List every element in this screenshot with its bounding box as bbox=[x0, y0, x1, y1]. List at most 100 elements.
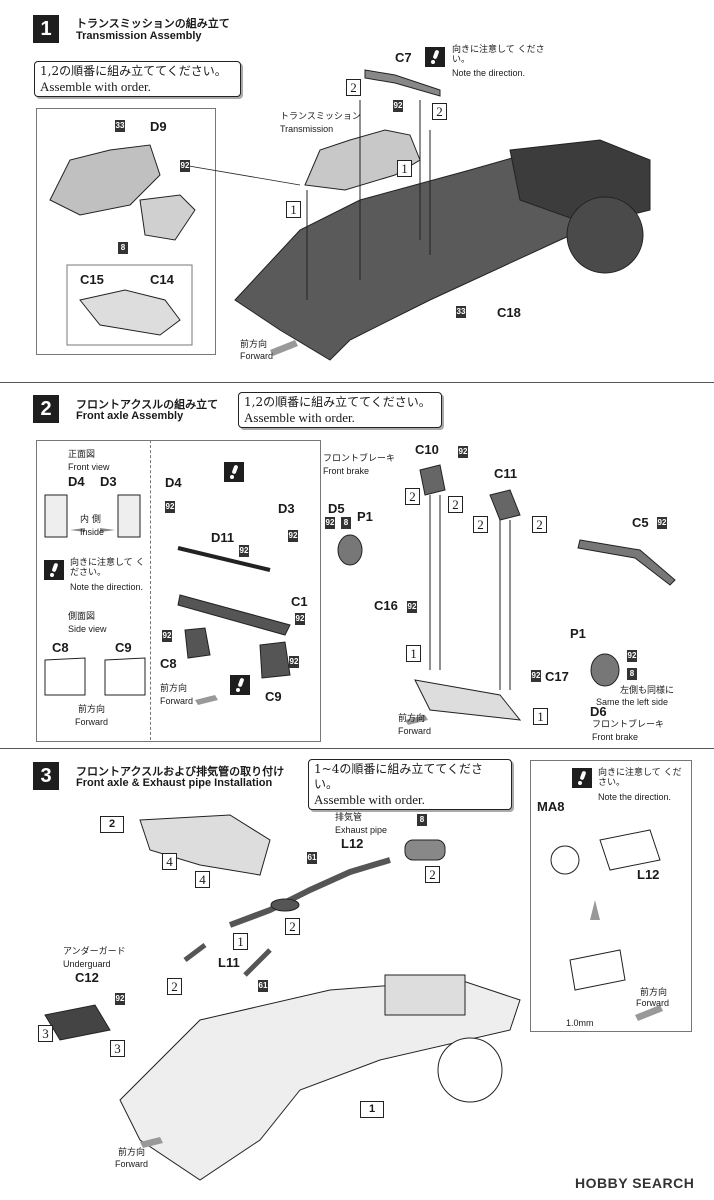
order-text-en: Assemble with order. bbox=[40, 79, 151, 94]
tag-92-s3: 92 bbox=[115, 993, 125, 1005]
part-c7: C7 bbox=[395, 50, 412, 65]
part-d6: D6 bbox=[590, 704, 607, 719]
front-brake-2-en: Front brake bbox=[592, 732, 639, 742]
part-d3: D3 bbox=[278, 501, 295, 516]
part-c8-side: C8 bbox=[52, 640, 69, 655]
sub-step-1: 1 bbox=[360, 1101, 384, 1118]
part-c10: C10 bbox=[415, 442, 439, 457]
forward-2a-en: Forward bbox=[75, 717, 109, 727]
tag-61-b: 61 bbox=[258, 980, 268, 992]
order-num-2-b: 2 bbox=[432, 103, 447, 120]
exhaust-label-en: Exhaust pipe bbox=[335, 825, 388, 835]
forward-3a-en: Forward bbox=[636, 998, 670, 1008]
stabilizer-c5 bbox=[577, 539, 676, 586]
front-brake-ja: フロントブレーキ bbox=[323, 454, 396, 464]
direction-warning-icon-4 bbox=[230, 675, 250, 695]
order-num-2-a: 2 bbox=[346, 79, 361, 96]
side-view-en: Side view bbox=[68, 624, 107, 634]
step-1-number: 1 bbox=[33, 15, 59, 43]
part-l12: L12 bbox=[341, 836, 364, 851]
order-num-s2-2d: 2 bbox=[532, 516, 547, 533]
tag-92-s2f: 92 bbox=[162, 630, 172, 642]
step-3-note-en: Note the direction. bbox=[598, 792, 672, 802]
forward-arrow-1 bbox=[270, 340, 298, 356]
step-2-order-box: 1,2の順番に組み立ててください。 Assemble with order. bbox=[238, 392, 442, 428]
part-c15: C15 bbox=[80, 272, 104, 287]
order-text-ja: 1,2の順番に組み立ててください。 bbox=[40, 64, 227, 78]
part-l12-b: L12 bbox=[637, 867, 660, 882]
tag-92-s2g: 92 bbox=[289, 656, 299, 668]
step-1-illustration bbox=[49, 69, 651, 361]
part-p1-a: P1 bbox=[357, 509, 373, 524]
side-view-ja: 側面図 bbox=[68, 612, 96, 622]
order-num-s3-4a: 4 bbox=[162, 853, 177, 870]
order-num-s2-1b: 1 bbox=[533, 708, 548, 725]
order-num-s2-2c: 2 bbox=[473, 516, 488, 533]
divider-1 bbox=[0, 382, 714, 383]
part-c17: C17 bbox=[545, 669, 569, 684]
tag-33-b: 33 bbox=[456, 306, 466, 318]
inside-en: Inside bbox=[80, 527, 105, 537]
order-text-en: Assemble with order. bbox=[244, 410, 355, 425]
transmission-label-en: Transmission bbox=[280, 124, 334, 134]
step-2-detail-panel bbox=[36, 440, 321, 742]
sub-step-2: 2 bbox=[100, 816, 124, 833]
tag-92-s2b: 92 bbox=[165, 501, 175, 513]
direction-warning-icon-2 bbox=[44, 560, 64, 580]
part-c18: C18 bbox=[497, 305, 521, 320]
tag-8: 8 bbox=[118, 242, 128, 254]
tag-92-s2d: 92 bbox=[288, 530, 298, 542]
tag-92-s2e: 92 bbox=[295, 613, 305, 625]
c15-c14-inset-parts bbox=[79, 289, 181, 336]
step-3-note-ja: 向きに注意して ください。 bbox=[598, 768, 682, 788]
step-3-order-box: 1~4の順番に組み立ててください。 Assemble with order. bbox=[308, 759, 512, 810]
tag-33-a: 33 bbox=[115, 120, 125, 132]
step-3-detail-panel bbox=[530, 760, 692, 1032]
transmission-label-ja: トランスミッション bbox=[280, 112, 361, 122]
order-num-1-a: 1 bbox=[397, 160, 412, 177]
part-c5: C5 bbox=[632, 515, 649, 530]
underguard-en: Underguard bbox=[63, 959, 111, 969]
tag-92-s2c: 92 bbox=[239, 545, 249, 557]
rear-wheel bbox=[566, 196, 644, 274]
front-brake-2-ja: フロントブレーキ bbox=[592, 720, 665, 730]
part-c16: C16 bbox=[374, 598, 398, 613]
part-c9: C9 bbox=[265, 689, 282, 704]
order-num-s3-3b: 3 bbox=[110, 1040, 125, 1057]
part-c1: C1 bbox=[291, 594, 308, 609]
forward-2b-ja: 前方向 bbox=[160, 684, 188, 694]
step-3-number: 3 bbox=[33, 762, 59, 790]
order-num-s2-2b: 2 bbox=[448, 496, 463, 513]
forward-2c-en: Forward bbox=[398, 726, 432, 736]
order-num-1-b: 1 bbox=[286, 201, 301, 218]
inset-box bbox=[66, 264, 193, 346]
tag-92-s2j: 92 bbox=[657, 517, 667, 529]
d9-transmission-detail bbox=[49, 144, 161, 216]
step-2-note-en: Note the direction. bbox=[70, 582, 144, 592]
forward-3b-ja: 前方向 bbox=[118, 1148, 146, 1158]
order-num-s3-1: 1 bbox=[233, 933, 248, 950]
same-left-ja: 左側も同様に bbox=[620, 686, 675, 696]
front-view-en: Front view bbox=[68, 462, 110, 472]
part-d5: D5 bbox=[328, 501, 345, 516]
part-d4: D4 bbox=[165, 475, 182, 490]
part-d9: D9 bbox=[150, 119, 167, 134]
order-num-s2-2a: 2 bbox=[405, 488, 420, 505]
part-c12: C12 bbox=[75, 970, 99, 985]
part-c11: C11 bbox=[494, 466, 518, 481]
front-frame bbox=[414, 679, 522, 721]
part-c9-side: C9 bbox=[115, 640, 132, 655]
same-left-en: Same the left side bbox=[596, 697, 669, 707]
order-text-ja: 1,2の順番に組み立ててください。 bbox=[244, 395, 431, 409]
step-3-title-ja: フロントアクスルおよび排気管の取り付け bbox=[76, 765, 285, 778]
step-1-title-ja: トランスミッションの組み立て bbox=[76, 17, 230, 30]
exhaust-label-ja: 排気管 bbox=[335, 813, 363, 823]
axle-d11 bbox=[177, 546, 271, 572]
underguard-ja: アンダーガード bbox=[63, 947, 126, 957]
order-num-s3-4b: 4 bbox=[195, 871, 210, 888]
step-2-panel-divider bbox=[150, 440, 151, 740]
direction-warning-icon-3 bbox=[224, 462, 244, 482]
part-d11: D11 bbox=[211, 530, 235, 545]
step-2-note-ja: 向きに注意して ください。 bbox=[70, 558, 145, 578]
tag-8-s2b: 8 bbox=[627, 668, 637, 680]
